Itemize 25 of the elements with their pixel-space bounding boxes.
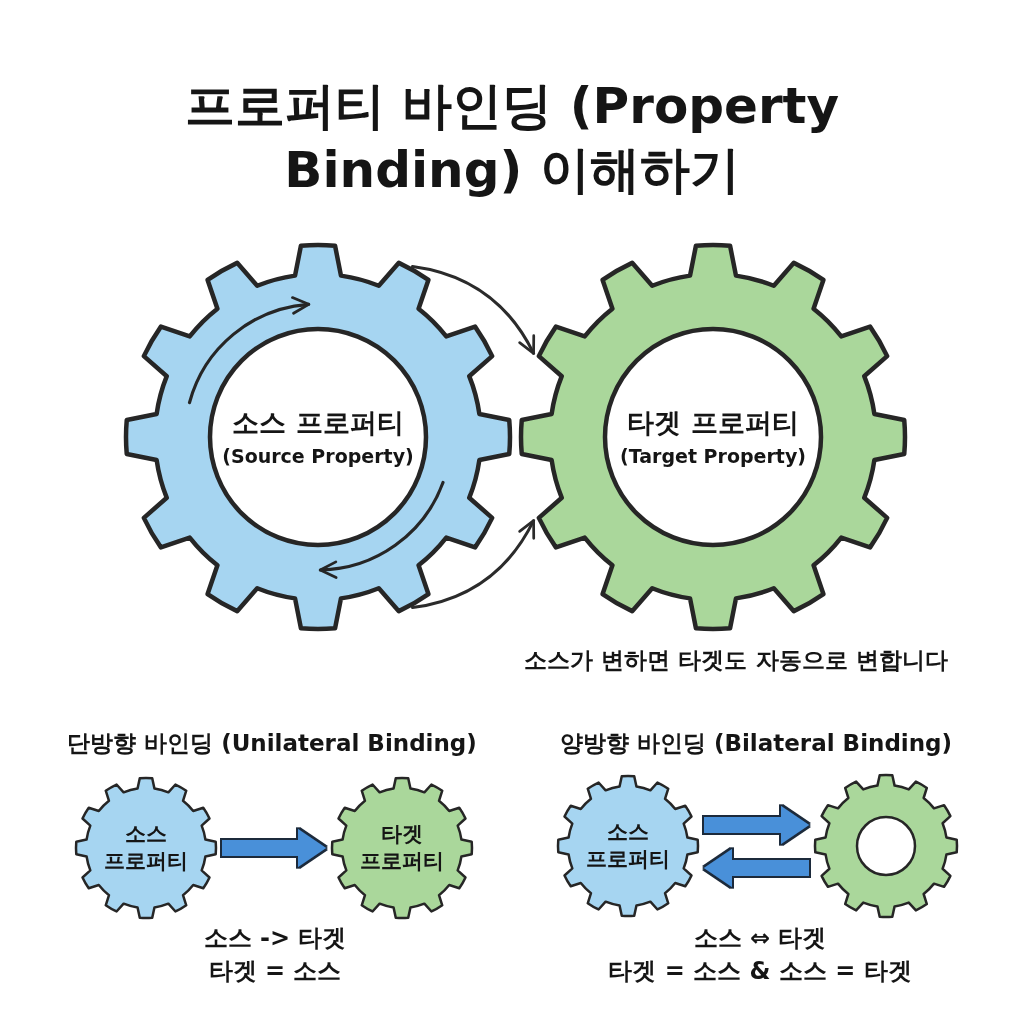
- gear-label: 소스 프로퍼티: [103, 820, 189, 875]
- block-arrow: [704, 849, 809, 887]
- gear: [122, 241, 514, 633]
- curved-arrow: [411, 264, 536, 355]
- gear-sublabel: (Source Property): [222, 444, 414, 469]
- block-arrow: [222, 829, 326, 867]
- curved-arrow: [411, 519, 536, 610]
- gear: [554, 772, 702, 920]
- gear: [328, 774, 476, 922]
- gear: [517, 241, 909, 633]
- binding-rule: 소스 -> 타겟: [203, 923, 347, 954]
- gear-label: 타겟 프로퍼티: [359, 820, 445, 875]
- gear: [72, 774, 220, 922]
- gear-sublabel: (Target Property): [620, 444, 806, 469]
- section-heading: 양방향 바인딩 (Bilateral Binding): [559, 729, 953, 758]
- gear-label: 소스 프로퍼티: [232, 406, 404, 441]
- note: 소스가 변하면 타겟도 자동으로 변합니다: [524, 646, 948, 675]
- binding-rule: 타겟 = 소스 & 소스 = 타겟: [608, 956, 912, 987]
- gear: [811, 771, 961, 921]
- title: 프로퍼티 바인딩 (Property Binding) 이해하기: [183, 76, 841, 201]
- binding-rule: 타겟 = 소스: [208, 956, 342, 987]
- section-heading: 단방향 바인딩 (Unilateral Binding): [67, 729, 477, 758]
- gear-label: 소스 프로퍼티: [585, 818, 671, 873]
- binding-rule: 소스 ⇔ 타겟: [693, 923, 827, 954]
- gear-label: 타겟 프로퍼티: [627, 406, 799, 441]
